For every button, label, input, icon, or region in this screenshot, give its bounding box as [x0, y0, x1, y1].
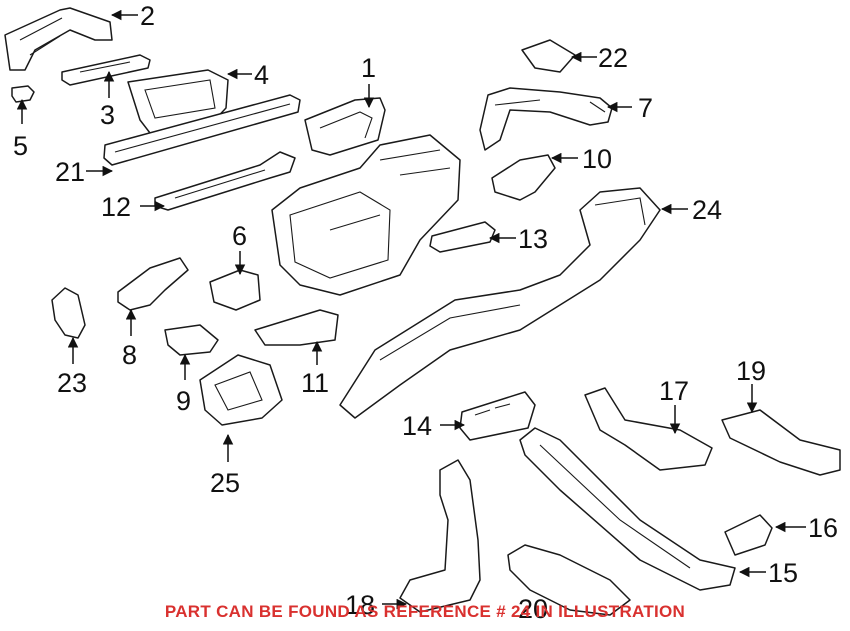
- callout-23: 23: [57, 368, 87, 398]
- part-16-bracket: [724, 514, 773, 556]
- part-23-pad: [51, 287, 86, 339]
- callout-labels: 2 3 4 5 1 22 7 21 10 12 6 13 24 8 23 11 …: [13, 1, 838, 624]
- callout-15: 15: [768, 558, 798, 588]
- part-9-vent: [164, 324, 219, 356]
- callout-9: 9: [176, 386, 191, 416]
- callout-17: 17: [659, 376, 689, 406]
- hvac-assembly: [271, 134, 461, 296]
- callout-22: 22: [598, 43, 628, 73]
- part-20-floor-duct: [507, 544, 631, 616]
- part-3-bracket: [61, 54, 151, 86]
- part-25-vent-assembly: [199, 354, 283, 426]
- callout-16: 16: [808, 513, 838, 543]
- part-15-floor-duct: [519, 427, 736, 591]
- callout-3: 3: [100, 100, 115, 130]
- part-18-tall-duct: [399, 459, 481, 613]
- leader-lines: [16, 9, 806, 610]
- part-8-duct: [117, 257, 189, 311]
- part-14-switch-panel: [459, 391, 536, 441]
- part-7-duct: [479, 87, 613, 151]
- callout-21: 21: [55, 157, 85, 187]
- callout-6: 6: [232, 221, 247, 251]
- callout-19: 19: [736, 356, 766, 386]
- part-drawings: [4, 7, 841, 616]
- callout-2: 2: [140, 1, 155, 31]
- part-1-housing: [304, 97, 386, 156]
- part-17-floor-duct: [584, 387, 713, 471]
- part-6-vent: [209, 269, 261, 311]
- callout-25: 25: [210, 468, 240, 498]
- reference-note: PART CAN BE FOUND AS REFERENCE # 24 IN I…: [164, 602, 686, 621]
- part-19-floor-duct: [721, 409, 841, 476]
- callout-1: 1: [361, 53, 376, 83]
- part-2-defroster-duct: [4, 7, 113, 71]
- callout-18: 18: [345, 590, 375, 620]
- part-24-dash-duct: [339, 187, 661, 419]
- callout-7: 7: [638, 93, 653, 123]
- callout-14: 14: [402, 411, 432, 441]
- callout-8: 8: [122, 340, 137, 370]
- callout-20: 20: [518, 594, 548, 624]
- part-13-vent: [429, 221, 496, 253]
- part-5-clip: [11, 85, 35, 103]
- part-12-duct: [154, 151, 296, 211]
- callout-13: 13: [518, 224, 548, 254]
- part-11-duct: [254, 309, 339, 346]
- callout-4: 4: [254, 60, 269, 90]
- callout-10: 10: [582, 144, 612, 174]
- callout-12: 12: [101, 192, 131, 222]
- part-10-duct: [491, 154, 556, 201]
- callout-5: 5: [13, 131, 28, 161]
- callout-24: 24: [692, 195, 722, 225]
- part-22-pad: [521, 39, 576, 73]
- part-21-trim-strip: [103, 94, 301, 166]
- callout-11: 11: [301, 368, 329, 398]
